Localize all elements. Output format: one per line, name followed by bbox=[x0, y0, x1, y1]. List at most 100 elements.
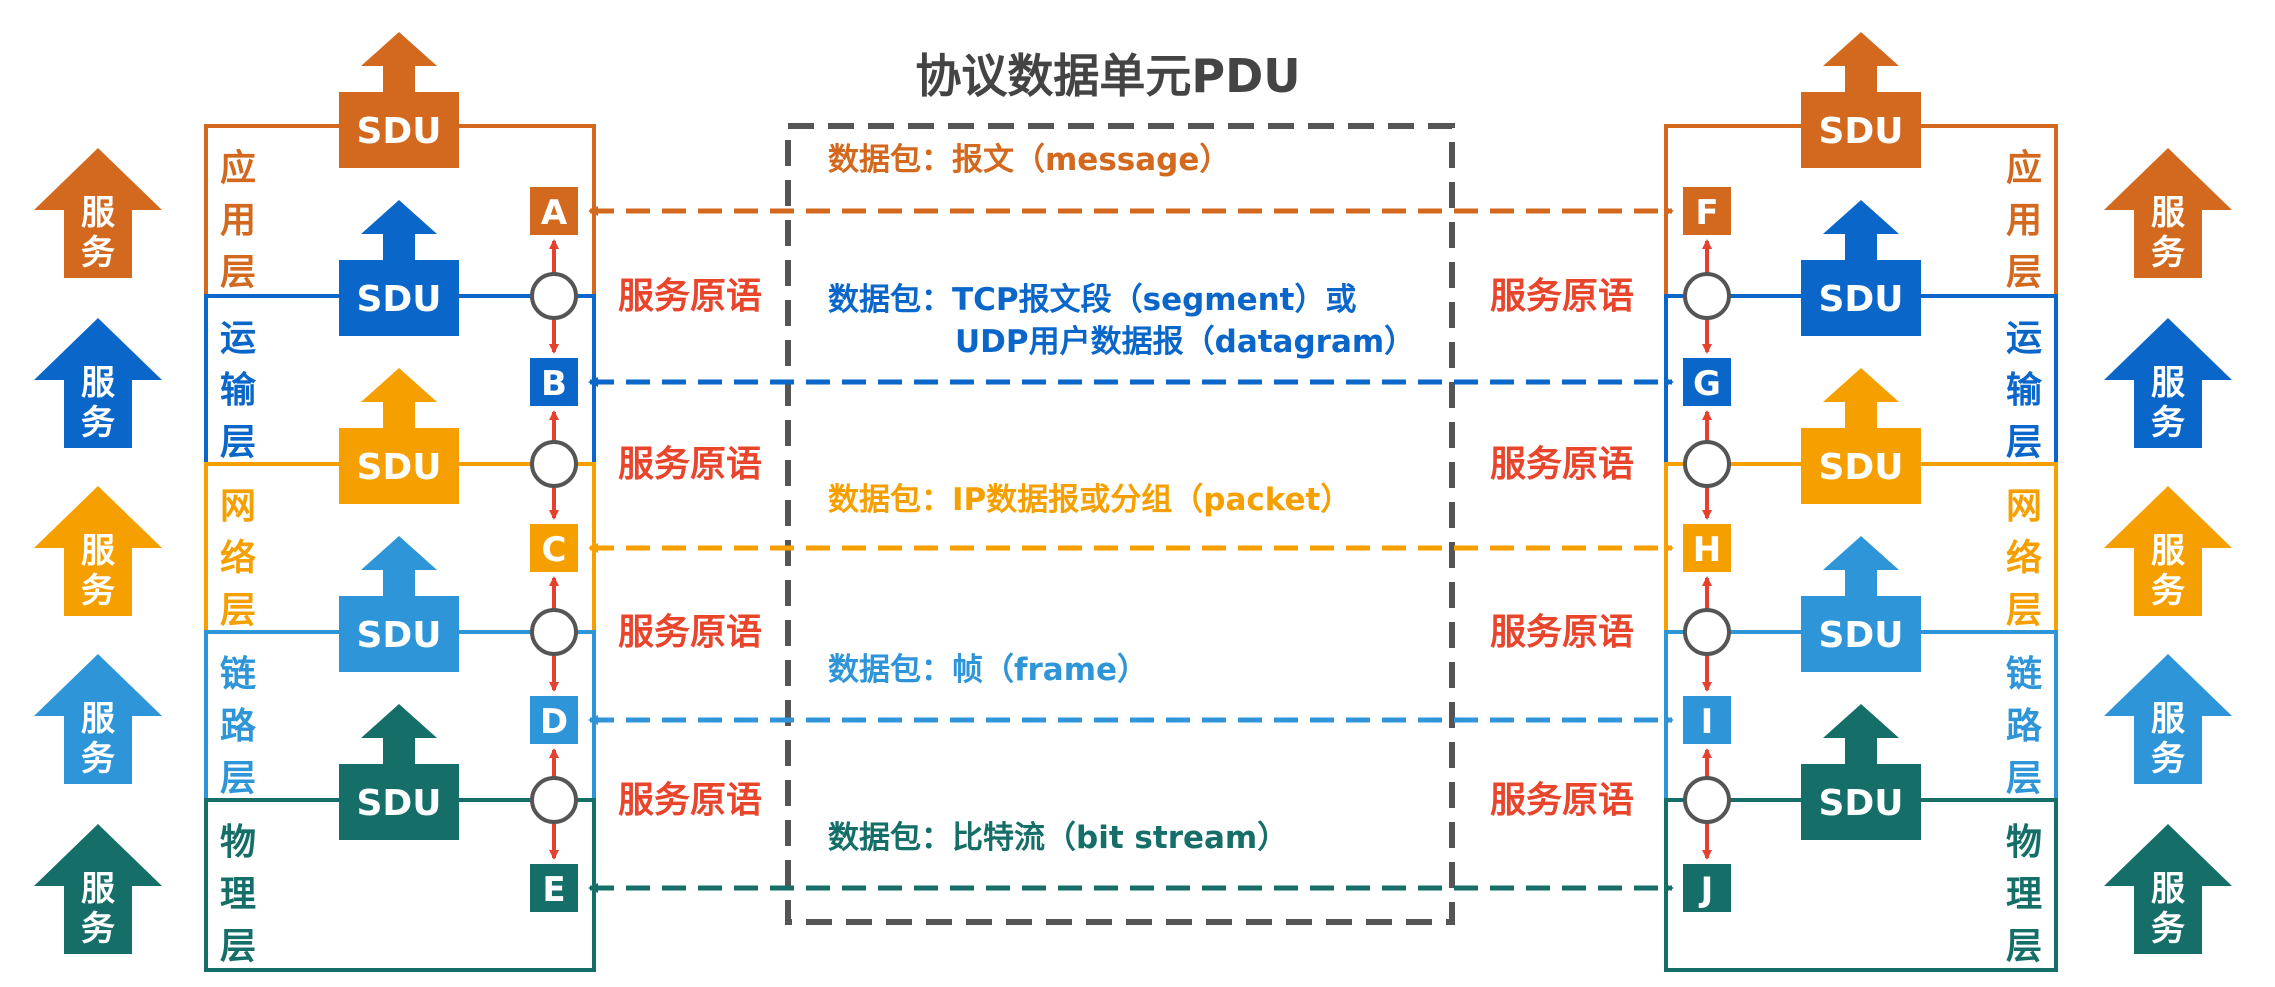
right-service-label-transport: 服 bbox=[2151, 363, 2185, 403]
right-sdu-arrow-network bbox=[1801, 368, 1921, 504]
left-primitive-label-2: 服务原语 bbox=[618, 444, 762, 485]
right-primitive-circle-2 bbox=[1683, 440, 1731, 488]
left-primitive-circle-4 bbox=[530, 776, 578, 824]
left-layer-name-network: 网 bbox=[220, 486, 256, 527]
left-sap-letter-C: C bbox=[542, 530, 567, 570]
left-sap-box-C bbox=[530, 524, 578, 572]
left-primitive-label-4: 服务原语 bbox=[618, 780, 762, 821]
right-service-arrow-transport bbox=[2104, 318, 2232, 448]
left-primitive-circle-1 bbox=[530, 272, 578, 320]
left-sap-box-D bbox=[530, 696, 578, 744]
pdu-dashed-box bbox=[785, 123, 1455, 925]
left-service-label-physical: 务 bbox=[81, 909, 115, 949]
right-sdu-arrow-app bbox=[1801, 32, 1921, 168]
pdu-label-transport: UDP用户数据报（datagram） bbox=[955, 324, 1415, 360]
right-sap-box-G bbox=[1683, 358, 1731, 406]
left-sap-letter-D: D bbox=[540, 702, 568, 742]
left-service-arrow-network bbox=[34, 486, 162, 616]
left-layer-name-physical: 理 bbox=[220, 874, 256, 915]
right-service-arrow-physical bbox=[2104, 824, 2232, 954]
left-sdu-arrow-transport bbox=[339, 200, 459, 336]
right-layer-name-physical: 物 bbox=[2006, 822, 2042, 863]
left-layer-name-network: 络 bbox=[220, 537, 256, 579]
right-sap-letter-J: J bbox=[1699, 870, 1714, 910]
left-service-arrow-physical bbox=[34, 824, 162, 954]
pdu-label-transport: 数据包：TCP报文段（segment）或 bbox=[828, 282, 1357, 318]
left-sap-box-A bbox=[530, 187, 578, 235]
left-layer-name-transport: 输 bbox=[220, 370, 257, 411]
left-sdu-label-transport: SDU bbox=[356, 279, 441, 320]
right-layer-name-transport: 层 bbox=[2006, 422, 2042, 463]
right-service-label-network: 服 bbox=[2151, 531, 2185, 571]
right-layer-name-network: 网 bbox=[2006, 486, 2042, 527]
left-service-label-transport: 服 bbox=[81, 363, 115, 403]
right-service-arrow-link bbox=[2104, 654, 2232, 784]
right-service-label-transport: 务 bbox=[2151, 403, 2185, 443]
left-sap-box-E bbox=[530, 864, 578, 912]
left-sdu-arrow-app bbox=[339, 32, 459, 168]
left-primitive-label-3: 服务原语 bbox=[618, 612, 762, 653]
right-service-label-app: 务 bbox=[2151, 233, 2185, 273]
right-layer-name-physical: 理 bbox=[2006, 874, 2042, 915]
left-service-label-network: 服 bbox=[81, 531, 115, 571]
left-sdu-label-app: SDU bbox=[356, 111, 441, 152]
left-layer-name-link: 链 bbox=[220, 654, 256, 695]
pdu-label-link: 数据包：帧（frame） bbox=[828, 652, 1148, 688]
left-service-label-physical: 服 bbox=[81, 869, 115, 909]
right-primitive-label-1: 服务原语 bbox=[1490, 276, 1634, 317]
left-sdu-arrow-physical bbox=[339, 704, 459, 840]
left-service-label-link: 服 bbox=[81, 699, 115, 739]
left-sdu-label-physical: SDU bbox=[356, 783, 441, 824]
left-layer-name-physical: 层 bbox=[220, 926, 256, 967]
left-sap-box-B bbox=[530, 358, 578, 406]
right-sdu-label-network: SDU bbox=[1818, 447, 1903, 488]
pdu-label-physical: 数据包：比特流（bit stream） bbox=[828, 820, 1288, 856]
left-service-label-transport: 务 bbox=[81, 403, 115, 443]
left-sap-letter-A: A bbox=[541, 193, 568, 233]
right-primitive-circle-3 bbox=[1683, 608, 1731, 656]
right-layer-name-app: 应 bbox=[2006, 148, 2042, 189]
right-layer-name-transport: 运 bbox=[2006, 318, 2042, 359]
right-sdu-label-transport: SDU bbox=[1818, 279, 1903, 320]
right-service-label-network: 务 bbox=[2151, 571, 2185, 611]
left-layer-name-transport: 运 bbox=[220, 318, 256, 359]
left-layer-name-transport: 层 bbox=[220, 422, 256, 463]
left-service-label-app: 服 bbox=[81, 193, 115, 233]
right-layer-name-link: 层 bbox=[2006, 758, 2042, 799]
right-sdu-label-physical: SDU bbox=[1818, 783, 1903, 824]
right-primitive-label-4: 服务原语 bbox=[1490, 780, 1634, 821]
right-sap-box-H bbox=[1683, 524, 1731, 572]
right-sdu-arrow-physical bbox=[1801, 704, 1921, 840]
left-layer-name-link: 路 bbox=[220, 706, 257, 747]
left-primitive-circle-2 bbox=[530, 440, 578, 488]
right-service-label-app: 服 bbox=[2151, 193, 2185, 233]
left-layer-name-network: 层 bbox=[220, 590, 256, 631]
right-sdu-label-app: SDU bbox=[1818, 111, 1903, 152]
right-sap-box-I bbox=[1683, 696, 1731, 744]
left-sdu-arrow-link bbox=[339, 536, 459, 672]
right-primitive-circle-4 bbox=[1683, 776, 1731, 824]
pdu-label-network: 数据包：IP数据报或分组（packet） bbox=[828, 482, 1351, 518]
left-service-arrow-app bbox=[34, 148, 162, 278]
left-service-arrow-link bbox=[34, 654, 162, 784]
left-layer-name-app: 层 bbox=[220, 252, 256, 293]
left-sdu-label-network: SDU bbox=[356, 447, 441, 488]
pdu-links: 数据包：报文（message） 数据包：TCP报文段（segment）或 UDP用户… bbox=[588, 142, 1674, 893]
right-layer-name-app: 层 bbox=[2006, 252, 2042, 293]
right-service-label-physical: 务 bbox=[2151, 909, 2185, 949]
right-service-label-link: 务 bbox=[2151, 739, 2185, 779]
right-service-label-physical: 服 bbox=[2151, 869, 2185, 909]
right-sdu-arrow-transport bbox=[1801, 200, 1921, 336]
left-service-label-network: 务 bbox=[81, 571, 115, 611]
left-sap-letter-B: B bbox=[541, 364, 567, 404]
right-layer-name-physical: 层 bbox=[2006, 926, 2042, 967]
right-service-arrow-app bbox=[2104, 148, 2232, 278]
right-sap-box-F bbox=[1683, 187, 1731, 235]
pdu-label-app: 数据包：报文（message） bbox=[828, 142, 1230, 178]
left-primitive-circle-3 bbox=[530, 608, 578, 656]
right-sap-box-J bbox=[1683, 864, 1731, 912]
